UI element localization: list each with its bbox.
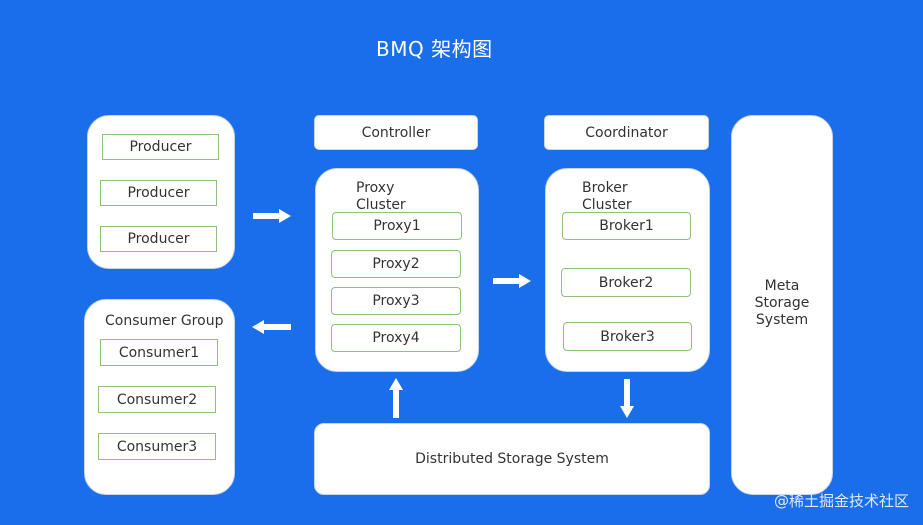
meta-storage-system: Meta Storage System xyxy=(731,115,833,495)
broker-cluster-label-line1: Broker xyxy=(582,180,628,196)
broker-cluster: Broker Cluster Broker1 Broker2 Broker3 xyxy=(545,168,710,372)
proxy-cluster-label-line2: Cluster xyxy=(356,197,406,213)
arrow-storage-to-proxy xyxy=(389,378,403,418)
coordinator-box: Coordinator xyxy=(544,115,709,150)
meta-storage-label: Meta Storage System xyxy=(732,278,832,329)
meta-storage-line1: Meta xyxy=(764,278,800,294)
producer-item: Producer xyxy=(100,180,217,206)
broker-item: Broker1 xyxy=(562,212,691,240)
controller-box: Controller xyxy=(314,115,478,150)
consumer-group: Consumer Group Consumer1 Consumer2 Consu… xyxy=(84,299,235,495)
broker-item: Broker2 xyxy=(561,268,691,297)
consumer-item: Consumer3 xyxy=(98,433,216,460)
arrow-producer-to-proxy xyxy=(253,209,291,223)
consumer-group-label: Consumer Group xyxy=(105,313,224,329)
proxy-item: Proxy1 xyxy=(332,212,462,240)
producer-item: Producer xyxy=(102,134,219,160)
distributed-storage-label: Distributed Storage System xyxy=(415,451,609,467)
arrow-broker-to-storage xyxy=(620,379,634,418)
producer-group: Producer Producer Producer xyxy=(87,115,235,269)
proxy-item: Proxy4 xyxy=(331,324,461,352)
consumer-item: Consumer1 xyxy=(100,339,218,366)
meta-storage-line3: System xyxy=(755,312,809,328)
broker-item: Broker3 xyxy=(563,322,692,351)
proxy-item: Proxy2 xyxy=(331,250,461,278)
producer-item: Producer xyxy=(100,226,217,252)
consumer-item: Consumer2 xyxy=(98,386,216,413)
proxy-cluster: Proxy Cluster Proxy1 Proxy2 Proxy3 Proxy… xyxy=(315,168,479,372)
diagram-title: BMQ 架构图 xyxy=(376,37,493,61)
watermark: @稀土掘金技术社区 xyxy=(773,492,909,510)
proxy-item: Proxy3 xyxy=(331,287,461,315)
arrow-proxy-to-consumer xyxy=(252,320,291,334)
broker-cluster-label-line2: Cluster xyxy=(582,197,632,213)
arrow-proxy-to-broker xyxy=(493,274,531,288)
meta-storage-line2: Storage xyxy=(754,295,810,311)
proxy-cluster-label-line1: Proxy xyxy=(356,180,395,196)
distributed-storage-system: Distributed Storage System xyxy=(314,423,710,495)
